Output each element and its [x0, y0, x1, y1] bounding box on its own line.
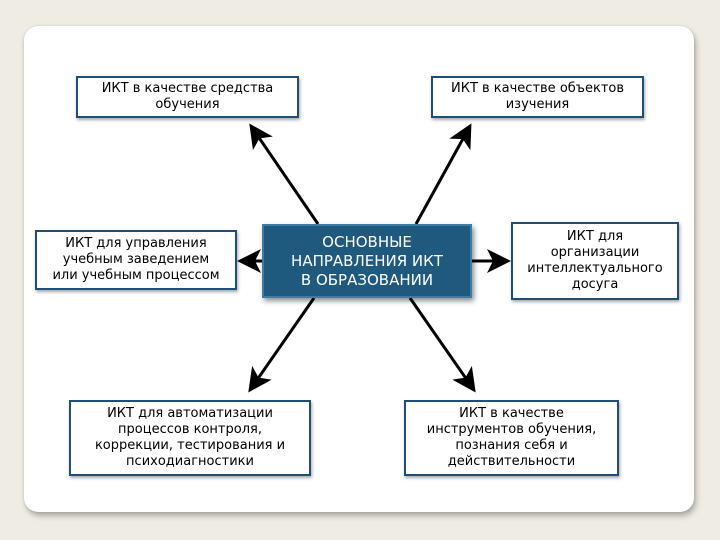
node-instruments: ИКТ в качестве инструментов обучения, по… — [404, 400, 619, 476]
node-text-line: интеллектуального — [527, 261, 663, 276]
node-automation: ИКТ для автоматизации процессов контроля… — [69, 400, 311, 476]
node-text-line: или учебным процессом — [52, 268, 220, 283]
node-text-line: психодиагностики — [126, 454, 254, 469]
central-topic-line: В ОБРАЗОВАНИИ — [300, 270, 434, 289]
node-text-line: коррекции, тестирования и — [94, 438, 286, 453]
node-teaching-tool: ИКТ в качестве средства обучения — [76, 76, 299, 118]
node-text-line: ИКТ для — [566, 229, 624, 244]
central-topic-box: ОСНОВНЫЕ НАПРАВЛЕНИЯ ИКТ В ОБРАЗОВАНИИ — [262, 224, 472, 298]
node-text-line: организации — [550, 245, 640, 260]
node-text-line: ИКТ в качестве средства — [101, 81, 274, 96]
node-text-line: ИКТ для управления — [65, 236, 207, 251]
node-study-object: ИКТ в качестве объектов изучения — [431, 76, 644, 118]
node-text-line: ИКТ в качестве объектов — [450, 81, 625, 96]
node-management: ИКТ для управления учебным заведением ил… — [35, 230, 237, 290]
node-text-line: учебным заведением — [62, 252, 210, 267]
central-topic-line: НАПРАВЛЕНИЯ ИКТ — [291, 251, 443, 270]
node-text-line: познания себя и — [455, 438, 568, 453]
node-text-line: ИКТ в качестве — [459, 406, 564, 421]
node-leisure: ИКТ для организации интеллектуального до… — [511, 222, 679, 300]
node-text-line: инструментов обучения, — [426, 422, 597, 437]
node-text-line: обучения — [155, 97, 220, 112]
central-topic-line: ОСНОВНЫЕ — [322, 232, 412, 251]
node-text-line: изучения — [505, 97, 570, 112]
node-text-line: ИКТ для автоматизации — [107, 406, 273, 421]
node-text-line: действительности — [447, 454, 576, 469]
node-text-line: досуга — [571, 277, 619, 292]
node-text-line: процессов контроля, — [118, 422, 262, 437]
